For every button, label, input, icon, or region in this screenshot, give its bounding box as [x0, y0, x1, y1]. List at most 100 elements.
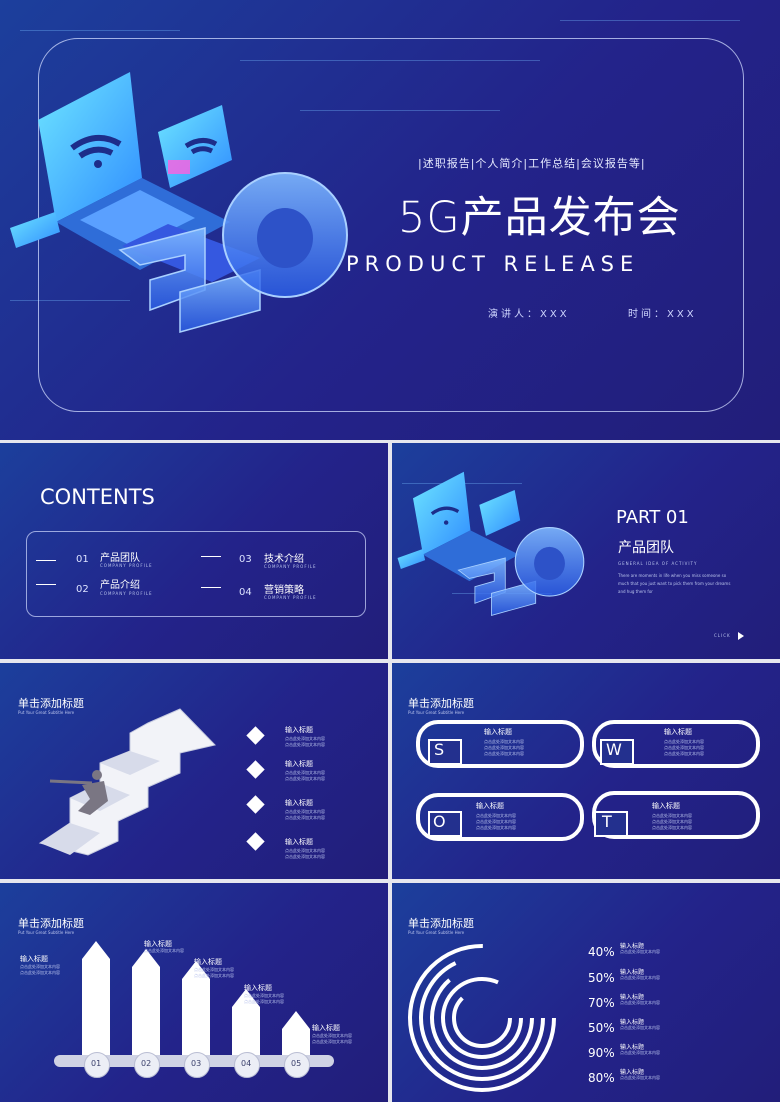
- contents-sub: COMPANY PROFILE: [264, 595, 317, 600]
- slide-subtitle: Put Your Great Subtitle Here: [18, 930, 75, 935]
- rings-slide[interactable]: 单击添加标题 Put Your Great Subtitle Here 40% …: [392, 883, 780, 1102]
- cover-subtitle-line: |述职报告|个人简介|工作总结|会议报告等|: [418, 157, 646, 170]
- body-text: 点击此处添加文本内容: [476, 819, 516, 824]
- percent-value: 90%: [588, 1046, 615, 1060]
- body-text: 点击此处添加文本内容: [620, 1050, 660, 1055]
- percent-value: 50%: [588, 971, 615, 985]
- contents-label[interactable]: 营销策略: [264, 585, 304, 596]
- contents-num: 03: [239, 554, 252, 565]
- body-text: 点击此处添加文本内容: [664, 739, 704, 744]
- slide-subtitle: Put Your Great Subtitle Here: [408, 930, 465, 935]
- body-text: 点击此处添加文本内容: [285, 736, 325, 741]
- isometric-5g-illustration: [10, 72, 348, 333]
- contents-label[interactable]: 产品团队: [100, 553, 140, 564]
- contents-dash: [201, 556, 221, 557]
- cover-slide[interactable]: |述职报告|个人简介|工作总结|会议报告等| 5G产品发布会 PRODUCT R…: [0, 0, 780, 440]
- input-title: 输入标题: [652, 802, 680, 810]
- swot-frame: [416, 720, 584, 768]
- contents-num: 04: [239, 587, 252, 598]
- body-text: 点击此处添加文本内容: [285, 809, 325, 814]
- slide-title: 单击添加标题: [408, 697, 474, 710]
- input-title: 输入标题: [620, 1069, 645, 1076]
- body-text: 点击此处添加文本内容: [285, 848, 325, 853]
- percent-value: 70%: [588, 996, 615, 1010]
- steps-slide[interactable]: 单击添加标题 Put Your Great Subtitle Here 01 0…: [0, 883, 388, 1102]
- percent-value: 80%: [588, 1071, 615, 1085]
- percent-value: 50%: [588, 1021, 615, 1035]
- contents-dash: [201, 587, 221, 588]
- slide-subtitle: Put Your Great Subtitle Here: [408, 710, 465, 715]
- swot-letter-box: [428, 739, 462, 765]
- cover-time: 时间：XXX: [628, 309, 697, 320]
- slide-title: 单击添加标题: [408, 917, 474, 930]
- body-text: 点击此处添加文本内容: [484, 745, 524, 750]
- diamond-bullet: [246, 760, 265, 779]
- body-text: 点击此处添加文本内容: [620, 1025, 660, 1030]
- input-title: 输入标题: [285, 726, 313, 734]
- diamond-bullet: [246, 795, 265, 814]
- body-text: 点击此处添加文本内容: [285, 815, 325, 820]
- concentric-rings-graphic: [408, 944, 556, 1092]
- body-text: 点击此处添加文本内容: [620, 1075, 660, 1080]
- body-text: 点击此处添加文本内容: [664, 751, 704, 756]
- part-eng: GENERAL IDEA OF ACTIVITY: [618, 561, 698, 566]
- body-text: 点击此处添加文本内容: [652, 825, 692, 830]
- step-number: 03: [191, 1059, 202, 1068]
- part-name: 产品团队: [618, 540, 674, 556]
- swot-letter-box: [594, 811, 628, 837]
- percent-value: 40%: [588, 945, 615, 959]
- step-number: 01: [91, 1059, 102, 1068]
- body-text: 点击此处添加文本内容: [194, 967, 234, 972]
- body-text: 点击此处添加文本内容: [476, 813, 516, 818]
- diamond-bullet: [246, 726, 265, 745]
- body-text: 点击此处添加文本内容: [285, 776, 325, 781]
- input-title: 输入标题: [144, 940, 172, 948]
- body-text: 点击此处添加文本内容: [664, 745, 704, 750]
- isometric-5g-illustration: [397, 471, 585, 616]
- step-circle: [134, 1052, 160, 1078]
- input-title: 输入标题: [664, 728, 692, 736]
- contents-label[interactable]: 技术介绍: [264, 554, 304, 565]
- body-text: 点击此处添加文本内容: [620, 1000, 660, 1005]
- body-text: 点击此处添加文本内容: [620, 949, 660, 954]
- part-link[interactable]: CLICK: [714, 633, 731, 638]
- input-title: 输入标题: [620, 969, 645, 976]
- input-title: 输入标题: [620, 994, 645, 1001]
- input-title: 输入标题: [620, 1019, 645, 1026]
- input-title: 输入标题: [620, 943, 645, 950]
- contents-sub: COMPANY PROFILE: [264, 564, 317, 569]
- body-text: 点击此处添加文本内容: [20, 964, 60, 969]
- swot-letter-box: [600, 739, 634, 765]
- step-number: 04: [241, 1059, 252, 1068]
- contents-slide[interactable]: CONTENTS 01 产品团队 COMPANY PROFILE 02 产品介绍…: [0, 443, 388, 659]
- swot-frame: [592, 720, 760, 768]
- body-text: 点击此处添加文本内容: [476, 825, 516, 830]
- part-desc: and hug them for: [618, 589, 653, 594]
- input-title: 输入标题: [285, 838, 313, 846]
- play-arrow-icon[interactable]: [738, 632, 744, 640]
- contents-box: [26, 531, 366, 617]
- input-title: 输入标题: [620, 1044, 645, 1051]
- diamond-bullet: [246, 832, 265, 851]
- swot-slide[interactable]: 单击添加标题 Put Your Great Subtitle Here S 输入…: [392, 663, 780, 879]
- input-title: 输入标题: [20, 955, 48, 963]
- step-number: 05: [291, 1059, 302, 1068]
- swot-letter: O: [433, 812, 446, 831]
- arrow-bars-graphic: [54, 941, 334, 1067]
- contents-label[interactable]: 产品介绍: [100, 580, 140, 591]
- input-title: 输入标题: [194, 958, 222, 966]
- input-title: 输入标题: [312, 1024, 340, 1032]
- swot-letter: T: [602, 812, 612, 831]
- swot-frame: [416, 793, 584, 841]
- body-text: 点击此处添加文本内容: [285, 742, 325, 747]
- body-text: 点击此处添加文本内容: [484, 751, 524, 756]
- stairs-slide[interactable]: 单击添加标题 Put Your Great Subtitle Here 输入标题…: [0, 663, 388, 879]
- input-title: 输入标题: [285, 760, 313, 768]
- contents-sub: COMPANY PROFILE: [100, 563, 153, 568]
- input-title: 输入标题: [476, 802, 504, 810]
- stairs-arrow-graphic: [38, 708, 216, 856]
- body-text: 点击此处添加文本内容: [194, 973, 234, 978]
- swot-letter: S: [434, 740, 445, 759]
- part-slide[interactable]: PART 01 产品团队 GENERAL IDEA OF ACTIVITY Th…: [392, 443, 780, 659]
- input-title: 输入标题: [244, 984, 272, 992]
